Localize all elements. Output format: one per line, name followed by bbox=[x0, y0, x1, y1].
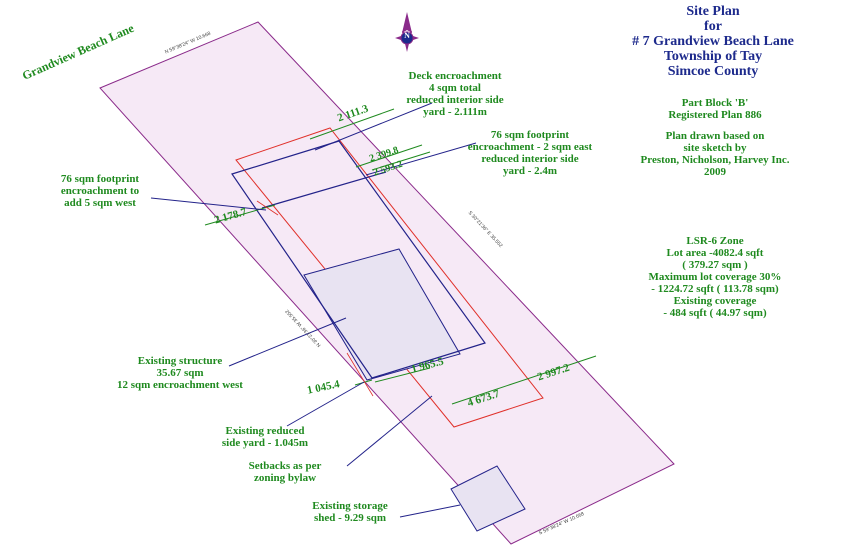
setback-line-2: zoning bylaw bbox=[253, 472, 317, 484]
title-line-1: Site Plan bbox=[686, 4, 740, 19]
deck-line bbox=[261, 171, 387, 209]
plan-based-3: Preston, Nicholson, Harvey Inc. bbox=[640, 154, 790, 166]
proposed-footprint bbox=[231, 140, 486, 379]
deck-line-2: 4 sqm total bbox=[429, 82, 481, 94]
part-block: Part Block 'B' bbox=[681, 97, 749, 109]
deck-line-3: reduced interior side bbox=[406, 94, 504, 106]
zone-line-2: Lot area -4082.4 sqft bbox=[666, 247, 764, 259]
struct-line-3: 12 sqm encroachment west bbox=[117, 379, 243, 391]
dimension-lines bbox=[204, 108, 597, 405]
shed-line-2: shed - 9.29 sqm bbox=[313, 512, 387, 524]
setback-ticks bbox=[256, 200, 374, 397]
zone-line-4: Maximum lot coverage 30% bbox=[648, 271, 782, 283]
shed-line-1: Existing storage bbox=[312, 500, 388, 512]
west-line-3: add 5 sqm west bbox=[64, 197, 136, 209]
zone-line-1: LSR-6 Zone bbox=[686, 235, 744, 247]
zone-line-5: - 1224.72 sqft ( 113.78 sqm) bbox=[651, 283, 779, 295]
west-line-1: 76 sqm footprint bbox=[60, 173, 140, 185]
registered-plan: Registered Plan 886 bbox=[668, 109, 762, 121]
zone-line-6: Existing coverage bbox=[673, 295, 757, 307]
east-line-3: reduced interior side bbox=[481, 153, 579, 165]
title-line-2: for bbox=[704, 19, 722, 34]
zone-line-3: ( 379.27 sqm ) bbox=[682, 259, 748, 271]
plan-based-2: site sketch by bbox=[683, 142, 747, 154]
deck-line-1: Deck encroachment bbox=[408, 70, 502, 82]
east-line-4: yard - 2.4m bbox=[502, 165, 558, 177]
deck-line-4: yard - 2.111m bbox=[423, 106, 487, 118]
storage-shed bbox=[450, 465, 526, 532]
west-line-2: encroachment to bbox=[60, 185, 140, 197]
north-arrow-icon bbox=[395, 12, 419, 52]
north-letter: N bbox=[404, 31, 410, 40]
struct-line-2: 35.67 sqm bbox=[156, 367, 204, 379]
leader-lines bbox=[150, 102, 477, 518]
side-line-1: Existing reduced bbox=[225, 425, 305, 437]
zone-line-7: - 484 sqft ( 44.97 sqm) bbox=[663, 307, 767, 319]
struct-line-1: Existing structure bbox=[137, 355, 223, 367]
title-line-5: Simcoe County bbox=[667, 64, 759, 79]
plan-based-1: Plan drawn based on bbox=[665, 130, 765, 142]
east-line-1: 76 sqm footprint bbox=[490, 129, 570, 141]
side-line-2: side yard - 1.045m bbox=[221, 437, 309, 449]
title-line-3: # 7 Grandview Beach Lane bbox=[632, 34, 794, 49]
existing-structure bbox=[303, 248, 461, 381]
title-line-4: Township of Tay bbox=[663, 49, 763, 64]
setback-line-1: Setbacks as per bbox=[248, 460, 322, 472]
plan-based-4: 2009 bbox=[704, 166, 726, 178]
east-line-2: encroachment - 2 sqm east bbox=[467, 141, 593, 153]
